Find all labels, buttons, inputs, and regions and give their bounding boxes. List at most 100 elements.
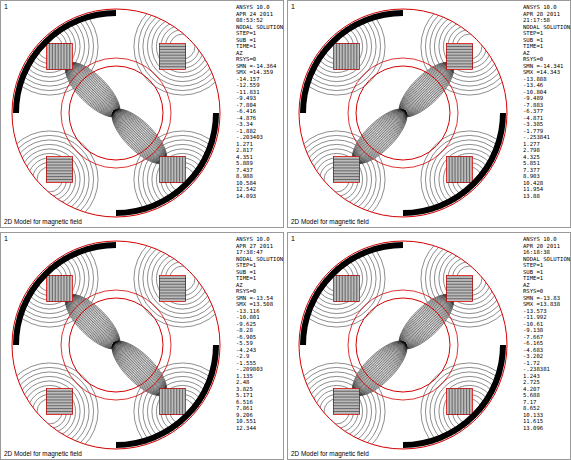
flux-lines bbox=[288, 232, 518, 460]
legend-line: 12.542 bbox=[236, 186, 256, 192]
legend-line: SMN =-13.83 bbox=[523, 295, 560, 301]
legend-line: 5.889 bbox=[236, 160, 253, 166]
legend-line: 1.243 bbox=[523, 373, 540, 379]
rotor-boundary bbox=[69, 66, 163, 160]
flux-lines bbox=[1, 0, 231, 228]
pole-block bbox=[447, 389, 473, 415]
legend-line: -9.625 bbox=[236, 321, 256, 327]
yoke-arc bbox=[16, 13, 116, 113]
pole-block bbox=[46, 389, 72, 415]
legend-line: ANSYS 10.0 bbox=[236, 4, 270, 10]
legend-line: -.253841 bbox=[523, 134, 550, 140]
legend-line: TIME=1 bbox=[236, 43, 256, 49]
outer-boundary bbox=[12, 241, 220, 449]
legend-line: -1.72 bbox=[523, 360, 540, 366]
legend-line: -1.779 bbox=[523, 128, 543, 134]
yoke-arc bbox=[116, 113, 216, 213]
legend-line: 8.652 bbox=[523, 405, 540, 411]
airgap-boundary bbox=[348, 290, 458, 400]
legend-line: -12.559 bbox=[236, 82, 260, 88]
pole-block bbox=[46, 157, 72, 183]
legend-line: AZ bbox=[236, 50, 243, 56]
legend-line: RSYS=0 bbox=[523, 288, 543, 294]
legend-line: 13.096 bbox=[523, 425, 543, 431]
legend-line: -.238381 bbox=[523, 366, 550, 372]
legend-line: -13.116 bbox=[236, 308, 260, 314]
legend-line: -7.667 bbox=[523, 334, 543, 340]
legend-line: NODAL SOLUTION bbox=[523, 24, 570, 30]
legend-line: -3.385 bbox=[523, 121, 543, 127]
legend-line: ANSYS 10.0 bbox=[523, 4, 557, 10]
outer-boundary bbox=[299, 9, 507, 217]
legend-line: 2.817 bbox=[236, 147, 253, 153]
legend-line: -9.138 bbox=[523, 327, 543, 333]
panel-number: 1 bbox=[4, 235, 8, 243]
legend-line: 10.551 bbox=[236, 418, 256, 424]
legend-line: RSYS=0 bbox=[236, 56, 256, 62]
legend-line: -11.992 bbox=[523, 314, 547, 320]
legend-line: 7.377 bbox=[523, 167, 540, 173]
plot-caption: 2D Model for magnetic field bbox=[4, 218, 82, 225]
pole-block bbox=[447, 157, 473, 183]
pole-block bbox=[447, 43, 473, 69]
legend-line: TIME=1 bbox=[523, 43, 543, 49]
legend-line: -13.888 bbox=[523, 76, 547, 82]
legend-line: 5.851 bbox=[523, 160, 540, 166]
legend-line: 1.135 bbox=[236, 373, 253, 379]
legend-line: NODAL SOLUTION bbox=[523, 256, 570, 262]
panel-number: 1 bbox=[291, 3, 295, 11]
legend-line: -3.202 bbox=[523, 353, 543, 359]
legend-line: -13.46 bbox=[523, 82, 543, 88]
legend-line: 5.171 bbox=[236, 392, 253, 398]
legend-line: -5.59 bbox=[236, 340, 253, 346]
flux-lines bbox=[1, 232, 231, 460]
legend-line: -4.871 bbox=[523, 115, 543, 121]
legend-line: SMN =-14.364 bbox=[236, 63, 276, 69]
legend-line: 16:18:38 bbox=[523, 249, 550, 255]
flux-lines bbox=[288, 0, 518, 228]
legend-line: -.203403 bbox=[236, 134, 263, 140]
legend-line: -9.493 bbox=[236, 95, 256, 101]
rotor-boundary bbox=[356, 298, 450, 392]
legend-line: -6.377 bbox=[523, 108, 543, 114]
legend-line: 10.584 bbox=[236, 180, 256, 186]
legend-line: -3.34 bbox=[236, 121, 253, 127]
yoke-arc bbox=[403, 345, 503, 445]
legend-line: 21:17:58 bbox=[523, 17, 550, 23]
legend-line: 1.271 bbox=[236, 141, 253, 147]
panel-frame bbox=[288, 233, 571, 460]
legend-line: SUB =1 bbox=[523, 37, 543, 43]
panel-number: 1 bbox=[4, 3, 8, 11]
legend-line: APR 27 2011 bbox=[236, 243, 273, 249]
legend-line: AZ bbox=[523, 282, 530, 288]
panel-frame bbox=[288, 1, 571, 228]
legend-line: -4.683 bbox=[523, 347, 543, 353]
plot-caption: 2D Model for magnetic field bbox=[291, 450, 369, 457]
legend-line: 13.88 bbox=[523, 193, 540, 199]
legend-line: 14.093 bbox=[236, 193, 256, 199]
outer-boundary bbox=[12, 9, 220, 217]
panel-frame bbox=[1, 1, 284, 228]
legend-line: APR 20 2011 bbox=[523, 243, 560, 249]
legend-line: -6.416 bbox=[236, 108, 256, 114]
plot-caption: 2D Model for magnetic field bbox=[4, 450, 82, 457]
legend-line: AZ bbox=[523, 50, 530, 56]
legend-line: 4.351 bbox=[236, 154, 253, 160]
legend-line: RSYS=0 bbox=[236, 288, 256, 294]
pole-block bbox=[333, 389, 359, 415]
legend-line: 4.207 bbox=[523, 386, 540, 392]
pole-block bbox=[46, 43, 72, 69]
legend-line: 1.277 bbox=[523, 141, 540, 147]
legend-line: -4.243 bbox=[236, 347, 256, 353]
legend-line: -10.61 bbox=[523, 321, 543, 327]
legend-line: SMN =-13.54 bbox=[236, 295, 273, 301]
legend-line: -1.882 bbox=[236, 128, 256, 134]
outer-boundary bbox=[299, 241, 507, 449]
legend-line: 5.688 bbox=[523, 392, 540, 398]
legend-line: 08:53:52 bbox=[236, 17, 263, 23]
panel-frame bbox=[1, 233, 284, 460]
legend-line: STEP=1 bbox=[236, 30, 256, 36]
legend-line: SUB =1 bbox=[236, 37, 256, 43]
legend-line: 2.48 bbox=[236, 379, 249, 385]
